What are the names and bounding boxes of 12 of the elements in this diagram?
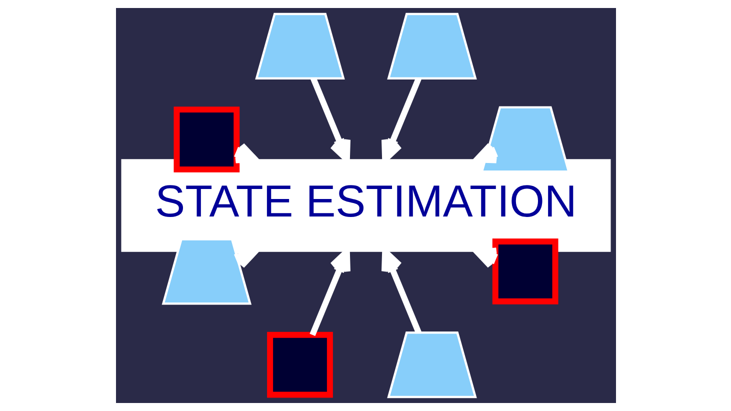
arrow [473,248,499,269]
node-trapezoid [254,12,344,80]
node-box [266,332,332,398]
node-box: STATE ESTIMATION [120,159,610,252]
node-trapezoid [386,12,476,80]
arrow [309,248,350,336]
arrow [310,77,350,162]
arrow [381,248,421,334]
node-trapezoid [161,238,252,305]
node-trapezoid [386,332,476,398]
arrow [473,142,499,164]
arrow [381,77,421,162]
